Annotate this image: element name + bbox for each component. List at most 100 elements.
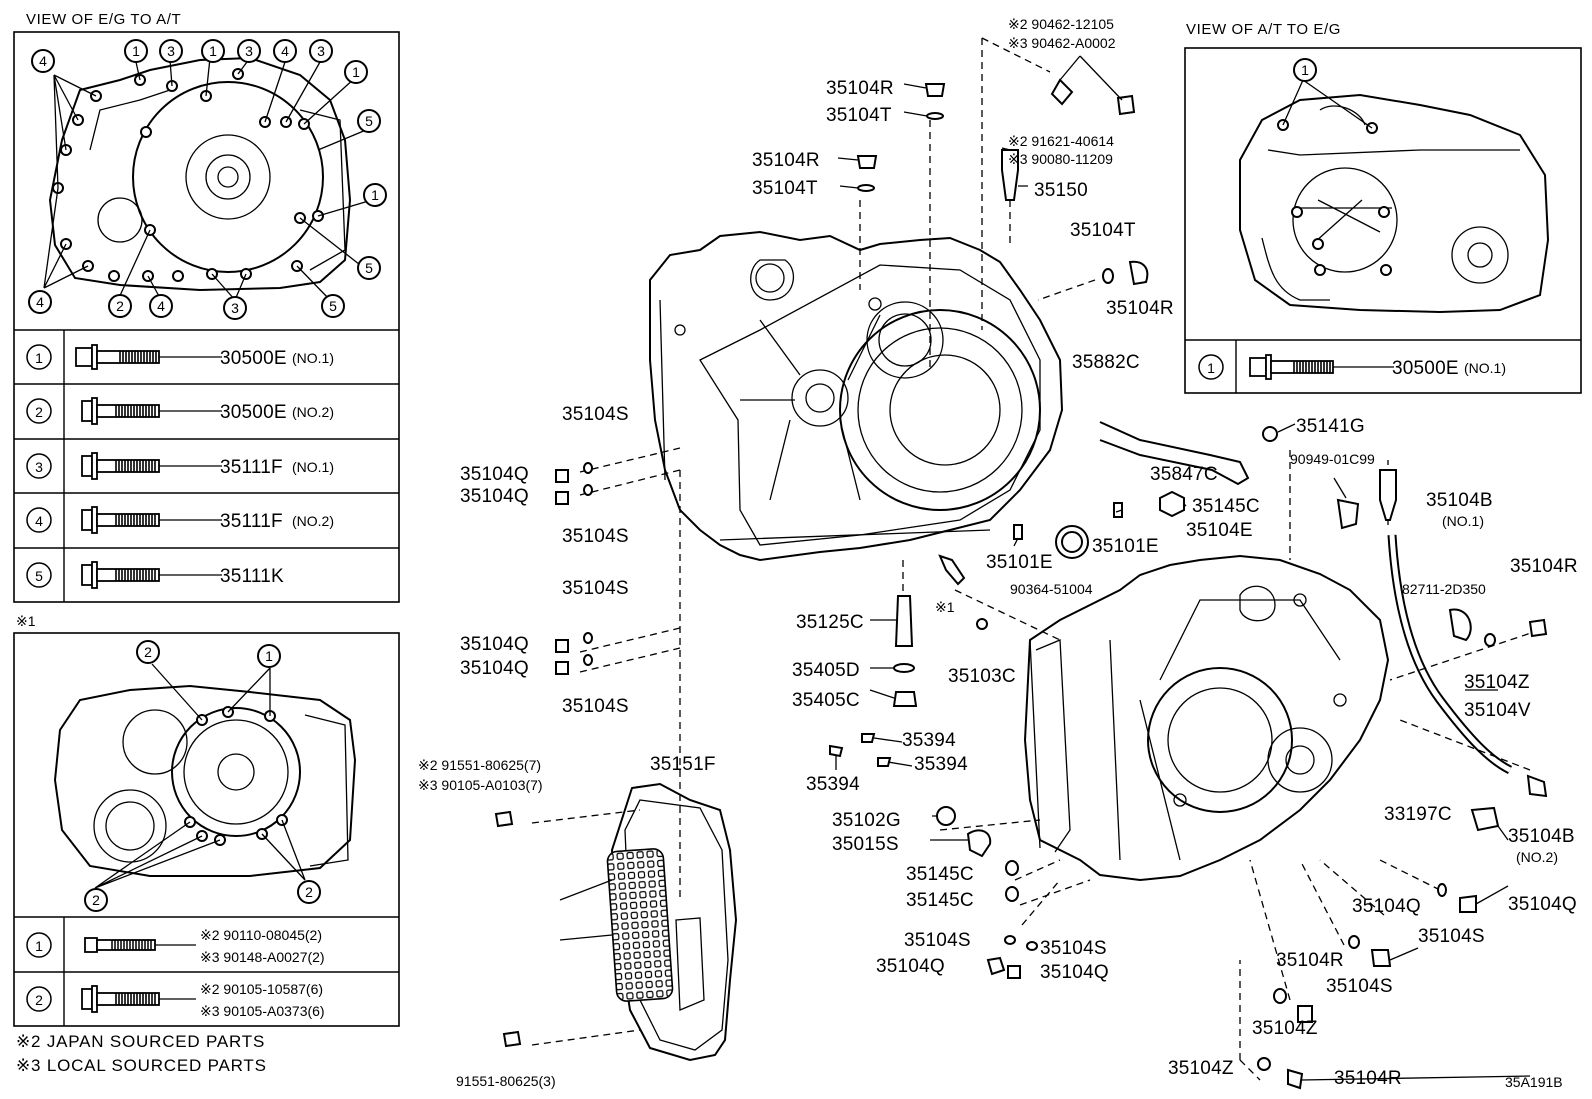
svg-text:(NO.1): (NO.1) [292,459,334,475]
callout: 35104Z [1168,1058,1234,1079]
svg-text:(NO.1): (NO.1) [292,350,334,366]
callout: ※2 91621-40614 [1008,133,1114,149]
at-to-eg-frame [1184,47,1582,394]
callout: 35104S [562,578,629,599]
svg-text:3: 3 [35,459,43,475]
callout: ※2 90462-12105 [1008,16,1114,32]
svg-text:4: 4 [281,43,289,59]
callout: 35882C [1072,352,1140,373]
callout: 35102G [832,810,901,831]
svg-text:4: 4 [39,53,47,69]
callout: 35405D [792,660,860,681]
eg-side-bubbles: 4 1 3 1 3 4 3 1 5 1 5 5 4 2 4 3 [28,39,387,320]
small-parts [494,78,1548,1090]
callout: 35104Q [460,658,529,679]
bolt-part-number-japan: ※2 90110-08045(2) [200,927,322,943]
svg-text:5: 5 [365,113,373,129]
callout: 35405C [792,690,860,711]
svg-text:3: 3 [245,43,253,59]
callout: 35145C [906,864,974,885]
callout: ※3 90080-11209 [1008,151,1113,167]
legend-japan-sourced: ※2 JAPAN SOURCED PARTS [16,1032,265,1051]
svg-text:3: 3 [167,43,175,59]
callout: 35104Q [876,956,945,977]
callout: 90364-51004 [1010,581,1093,597]
bolt-table-row: 3 35111F (NO.1) [26,452,334,480]
bolt-table-note1: 1 ※2 90110-08045(2) ※3 90148-A0027(2) 2 … [26,927,325,1019]
callout: 35104S [562,404,629,425]
callout: 35104R [1510,556,1578,577]
bolt-table-row: 1 30500E (NO.1) [1198,354,1506,380]
svg-text:(NO.2): (NO.2) [292,513,334,529]
callout: 35145C [1192,496,1260,517]
bolt-part-number: 35111F [220,457,283,478]
callout: 35104T [826,105,892,126]
callout: 35394 [902,730,956,751]
transaxle-housing-drawing [649,230,1064,562]
callout: 35104R [1334,1068,1402,1089]
callout: 35145C [906,890,974,911]
callout: ※2 91551-80625(7) [418,757,541,773]
bolt-holes-eg-side [52,68,324,282]
note1-housing-drawing: 2 1 2 2 [53,640,357,912]
callout: 35104Z [1464,672,1530,693]
svg-text:2: 2 [35,992,43,1008]
svg-text:3: 3 [317,43,325,59]
callout-leaders [835,55,1531,1081]
callout: (NO.1) [1442,513,1484,529]
svg-text:2: 2 [92,892,100,908]
callout: ※1 [935,599,955,615]
view-title-eg-to-at: VIEW OF E/G TO A/T [26,11,181,28]
callout: 90949-01C99 [1290,451,1375,467]
bolt-table-row: 1 30500E (NO.1) [26,344,334,370]
bolt-part-number: 35111F [220,511,283,532]
oil-tube-35847c [1099,421,1250,486]
callout: (NO.2) [1516,849,1558,865]
callout: 35101E [1092,536,1159,557]
callout: 35394 [806,774,860,795]
svg-text:2: 2 [144,644,152,660]
callout: 35104R [752,150,820,171]
callout: 35104B [1426,490,1493,511]
callout: 33197C [1384,804,1452,825]
callout: 35151F [650,754,716,775]
callout: 35104Z [1252,1018,1318,1039]
callout: 35104Q [460,634,529,655]
bolt-table-main: 1 30500E (NO.1) 2 30500E (NO.2) 3 35111F… [26,344,334,589]
callout: 35101E [986,552,1053,573]
callout: 35104Q [1352,896,1421,917]
svg-text:(NO.1): (NO.1) [1464,360,1506,376]
callout: 35104T [1070,220,1136,241]
callout: 35015S [832,834,899,855]
breather-hose-outline [1387,534,1513,775]
svg-text:2: 2 [305,884,313,900]
svg-text:(NO.2): (NO.2) [292,404,334,420]
svg-text:1: 1 [35,350,43,366]
bolt-part-number-local: ※3 90148-A0027(2) [200,949,325,965]
callout: 35104R [1106,298,1174,319]
callout: ※3 90105-A0103(7) [418,777,543,793]
svg-text:1: 1 [352,64,360,80]
svg-text:5: 5 [329,298,337,314]
svg-text:4: 4 [35,513,43,529]
bolt-table-row: 4 35111F (NO.2) [26,506,334,534]
bolt-table-row: 5 35111K [26,561,284,589]
svg-text:1: 1 [265,648,273,664]
callout: 35104V [1464,700,1531,721]
bolt-table-row: 2 30500E (NO.2) [26,397,334,425]
svg-text:4: 4 [157,298,165,314]
note1-frame [13,632,400,1027]
svg-text:1: 1 [1207,360,1215,376]
bolt-table-row: 2 ※2 90105-10587(6) ※3 90105-A0373(6) [26,981,325,1019]
callout: 82711-2D350 [1402,581,1486,597]
bolt-part-number-japan: ※2 90105-10587(6) [200,981,323,997]
callout: 35104S [1326,976,1393,997]
callout: 35104Q [1040,962,1109,983]
transmission-case-drawing [1023,554,1390,882]
bolt-part-number: 30500E [1392,358,1459,379]
callout: 35104S [1040,938,1107,959]
callout: 35104R [826,78,894,99]
callout: 91551-80625(3) [456,1073,556,1089]
svg-text:3: 3 [231,300,239,316]
